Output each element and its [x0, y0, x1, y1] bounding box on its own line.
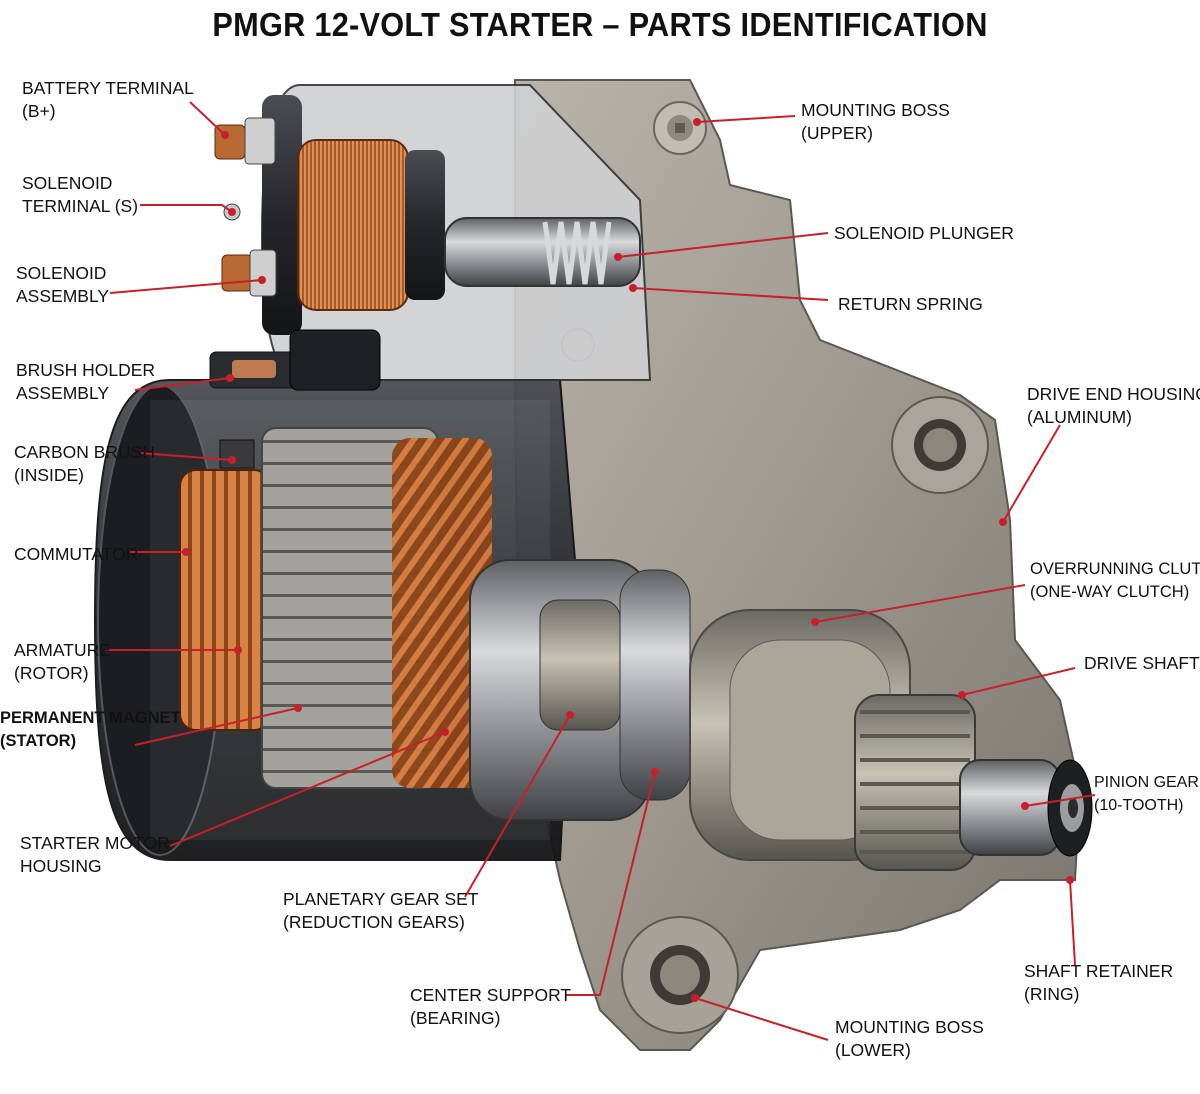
label-brush-holder: BRUSH HOLDER ASSEMBLY [16, 359, 155, 405]
label-drive-shaft: DRIVE SHAFT [1084, 652, 1200, 675]
label-overrunning-clutch: OVERRUNNING CLUTCH (ONE-WAY CLUTCH) [1030, 558, 1200, 604]
leader-battery-terminal [189, 101, 226, 136]
label-starter-housing: STARTER MOTOR HOUSING [20, 832, 170, 878]
label-center-support-line1: CENTER SUPPORT [410, 985, 572, 1005]
diagram-title: PMGR 12-VOLT STARTER – PARTS IDENTIFICAT… [212, 6, 988, 43]
label-carbon-brush-line2: (INSIDE) [14, 465, 84, 485]
label-return-spring: RETURN SPRING [838, 293, 983, 316]
label-mounting-boss-lower-line2: (LOWER) [835, 1040, 911, 1060]
label-overrunning-clutch-line1: OVERRUNNING CLUTCH [1030, 560, 1200, 578]
label-commutator-line1: COMMUTATOR [14, 544, 139, 564]
label-pinion-gear: PINION GEAR (10-TOOTH) [1094, 771, 1199, 817]
label-mounting-boss-upper-line2: (UPPER) [801, 123, 873, 143]
label-shaft-retainer-line2: (RING) [1024, 984, 1080, 1004]
leader-solenoid-assembly [109, 279, 263, 294]
label-starter-housing-line1: STARTER MOTOR [20, 833, 170, 853]
label-drive-end-housing-line2: (ALUMINUM) [1027, 407, 1132, 427]
label-planetary-gear-line2: (REDUCTION GEARS) [283, 912, 465, 932]
label-solenoid-terminal-line1: SOLENOID [22, 173, 113, 193]
label-battery-terminal-line1: BATTERY TERMINAL [22, 78, 194, 98]
leader-planetary-gear [464, 714, 571, 898]
label-mounting-boss-upper-line1: MOUNTING BOSS [801, 100, 950, 120]
label-mounting-boss-lower: MOUNTING BOSS (LOWER) [835, 1016, 984, 1062]
label-permanent-magnet-line1: PERMANENT MAGNET [0, 709, 181, 727]
leader-shaft-retainer [1069, 879, 1076, 966]
label-drive-end-housing-line1: DRIVE END HOUSING [1027, 384, 1200, 404]
label-solenoid-plunger-line1: SOLENOID PLUNGER [834, 223, 1014, 243]
label-shaft-retainer: SHAFT RETAINER (RING) [1024, 960, 1173, 1006]
label-solenoid-assembly-line1: SOLENOID [16, 263, 107, 283]
return-spring-shape [542, 221, 612, 285]
label-pinion-gear-line1: PINION GEAR [1094, 774, 1199, 791]
label-brush-holder-line2: ASSEMBLY [16, 383, 110, 403]
leader-brush-holder [134, 377, 231, 391]
leader-solenoid-terminal [140, 204, 233, 213]
label-commutator: COMMUTATOR [14, 543, 138, 566]
leader-solenoid-plunger [617, 232, 829, 258]
label-mounting-boss-upper: MOUNTING BOSS (UPPER) [801, 99, 950, 145]
leader-starter-housing [169, 731, 446, 847]
label-drive-end-housing: DRIVE END HOUSING (ALUMINUM) [1027, 383, 1200, 429]
label-planetary-gear: PLANETARY GEAR SET (REDUCTION GEARS) [283, 888, 478, 934]
label-brush-holder-line1: BRUSH HOLDER [16, 360, 156, 380]
label-center-support-line2: (BEARING) [410, 1008, 501, 1028]
label-armature-line2: (ROTOR) [14, 663, 89, 683]
label-pinion-gear-line2: (10-TOOTH) [1094, 797, 1184, 814]
label-overrunning-clutch-line2: (ONE-WAY CLUTCH) [1030, 583, 1190, 601]
label-permanent-magnet-line2: (STATOR) [0, 732, 77, 750]
label-starter-housing-line2: HOUSING [20, 856, 102, 876]
label-solenoid-assembly-line2: ASSEMBLY [16, 286, 110, 306]
label-carbon-brush-line1: CARBON BRUSH [14, 442, 155, 462]
label-return-spring-line1: RETURN SPRING [838, 294, 983, 314]
label-battery-terminal-line2: (B+) [22, 101, 56, 121]
leader-mounting-boss-upper [696, 115, 796, 123]
leader-return-spring [632, 287, 829, 301]
terminals [214, 117, 277, 297]
label-battery-terminal: BATTERY TERMINAL (B+) [22, 77, 194, 123]
label-mounting-boss-lower-line1: MOUNTING BOSS [835, 1017, 984, 1037]
label-solenoid-plunger: SOLENOID PLUNGER [834, 222, 1014, 245]
leader-mounting-boss-lower [694, 997, 829, 1041]
label-solenoid-terminal: SOLENOID TERMINAL (S) [22, 172, 138, 218]
label-shaft-retainer-line1: SHAFT RETAINER [1024, 961, 1174, 981]
label-permanent-magnet: PERMANENT MAGNET (STATOR) [0, 707, 181, 753]
label-drive-shaft-line1: DRIVE SHAFT [1084, 653, 1200, 673]
leader-overrunning-clutch [814, 584, 1026, 623]
label-carbon-brush: CARBON BRUSH (INSIDE) [14, 441, 155, 487]
label-armature-line1: ARMATURE [14, 640, 111, 660]
label-center-support: CENTER SUPPORT (BEARING) [410, 984, 571, 1030]
leader-drive-shaft [961, 667, 1076, 696]
leader-carbon-brush [139, 452, 233, 461]
label-solenoid-assembly: SOLENOID ASSEMBLY [16, 262, 109, 308]
leader-drive-end-housing [1002, 424, 1061, 523]
label-armature: ARMATURE (ROTOR) [14, 639, 111, 685]
leader-pinion-gear [1024, 794, 1096, 807]
leader-center-support [565, 771, 656, 996]
label-solenoid-terminal-line2: TERMINAL (S) [22, 196, 139, 216]
leader-permanent-magnet [134, 707, 299, 746]
label-planetary-gear-line1: PLANETARY GEAR SET [283, 889, 479, 909]
